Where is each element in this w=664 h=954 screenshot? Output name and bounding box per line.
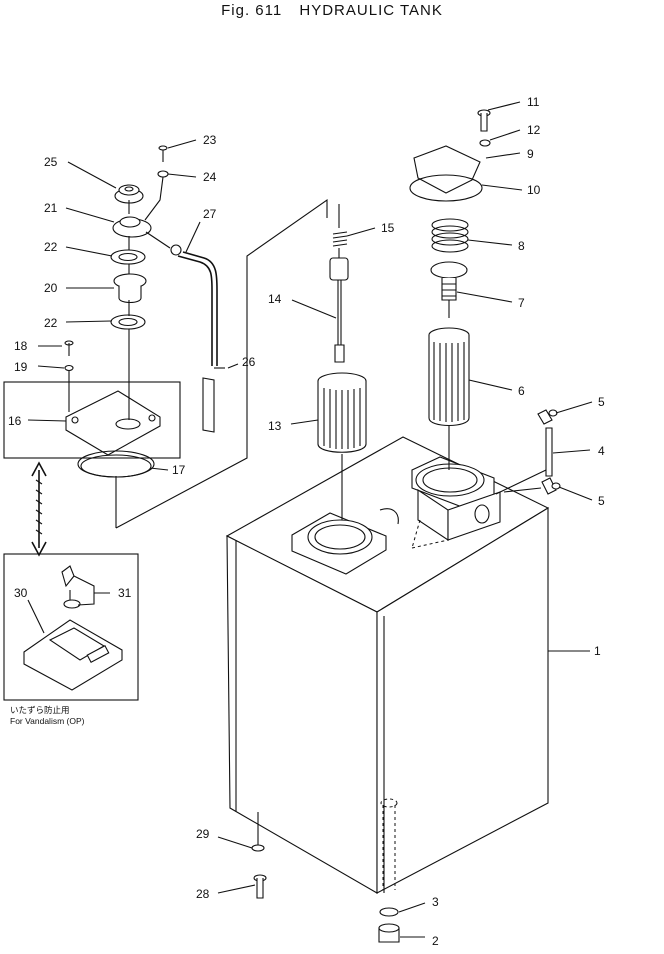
- callout-16: 16: [8, 414, 22, 428]
- callout-11: 11: [527, 95, 540, 109]
- strainer-13: [317, 372, 367, 453]
- breather-pipe: [177, 255, 213, 366]
- callout-7: 7: [518, 296, 525, 310]
- callout-4: 4: [598, 444, 605, 458]
- gasket-upper: [110, 249, 146, 265]
- callout-20: 20: [44, 281, 58, 295]
- spring-15: [332, 231, 348, 247]
- lockable-cover-30: [23, 619, 123, 691]
- callout-31: 31: [118, 586, 132, 600]
- callout-24: 24: [203, 170, 217, 184]
- rod-14: [329, 257, 349, 363]
- hose-26: [202, 377, 215, 433]
- callout-21: 21: [44, 201, 58, 215]
- strainer-flange: [291, 508, 399, 575]
- breather-body: [112, 216, 182, 256]
- filter-housing: [411, 456, 501, 549]
- cover-16: [65, 390, 161, 456]
- callout-10: 10: [527, 183, 541, 197]
- callout-numbers: 1 2 3 4 5 5 6 7 8 9 10 11 12 13 14 15 16…: [8, 95, 605, 948]
- callout-29: 29: [196, 827, 210, 841]
- callout-27: 27: [203, 207, 217, 221]
- breather-cap: [114, 184, 144, 204]
- o-ring-3: [379, 907, 399, 917]
- callout-30: 30: [14, 586, 28, 600]
- bolt-11: [477, 109, 491, 132]
- callout-23: 23: [203, 133, 217, 147]
- washer-29: [251, 844, 265, 852]
- figure-name: HYDRAULIC TANK: [299, 2, 443, 19]
- callout-5-lower: 5: [598, 494, 605, 508]
- vandalism-cover-box: [3, 553, 139, 701]
- bypass-valve-7: [430, 261, 468, 318]
- filter-element-6: [428, 327, 470, 427]
- filter-cover-9: [413, 145, 481, 194]
- o-ring-10: [409, 174, 483, 202]
- callout-14: 14: [268, 292, 282, 306]
- callout-15: 15: [381, 221, 395, 235]
- spring-8: [431, 218, 469, 253]
- callout-6: 6: [518, 384, 525, 398]
- vandalism-option-note: いたずら防止用 For Vandalism (OP): [10, 705, 84, 727]
- figure-title: Fig. 611 HYDRAULIC TANK: [0, 2, 664, 19]
- callout-17: 17: [172, 463, 186, 477]
- washer-12: [479, 139, 491, 147]
- callout-1: 1: [594, 644, 601, 658]
- callout-12: 12: [527, 123, 541, 137]
- gasket-lower: [110, 314, 146, 330]
- callout-25: 25: [44, 155, 58, 169]
- callout-22-lower: 22: [44, 316, 58, 330]
- tube-4: [545, 427, 553, 477]
- callout-9: 9: [527, 147, 534, 161]
- callout-3: 3: [432, 895, 439, 909]
- callout-13: 13: [268, 419, 282, 433]
- breather-element: [113, 273, 147, 304]
- callout-28: 28: [196, 887, 210, 901]
- lock-31: [61, 565, 81, 609]
- leader-lines: [27, 101, 593, 938]
- elbow-5-lower: [541, 477, 561, 495]
- note-english: For Vandalism (OP): [10, 716, 85, 726]
- callout-8: 8: [518, 239, 525, 253]
- bolt-28: [253, 874, 267, 899]
- note-japanese: いたずら防止用: [10, 705, 70, 715]
- figure-number: Fig. 611: [221, 2, 283, 19]
- exchange-arrow: [31, 461, 47, 557]
- callout-26: 26: [242, 355, 256, 369]
- callout-5-upper: 5: [598, 395, 605, 409]
- callout-18: 18: [14, 339, 28, 353]
- callout-22-upper: 22: [44, 240, 58, 254]
- elbow-5-upper: [537, 409, 558, 425]
- callout-2: 2: [432, 934, 439, 948]
- callout-19: 19: [14, 360, 28, 374]
- washer-24: [157, 170, 169, 178]
